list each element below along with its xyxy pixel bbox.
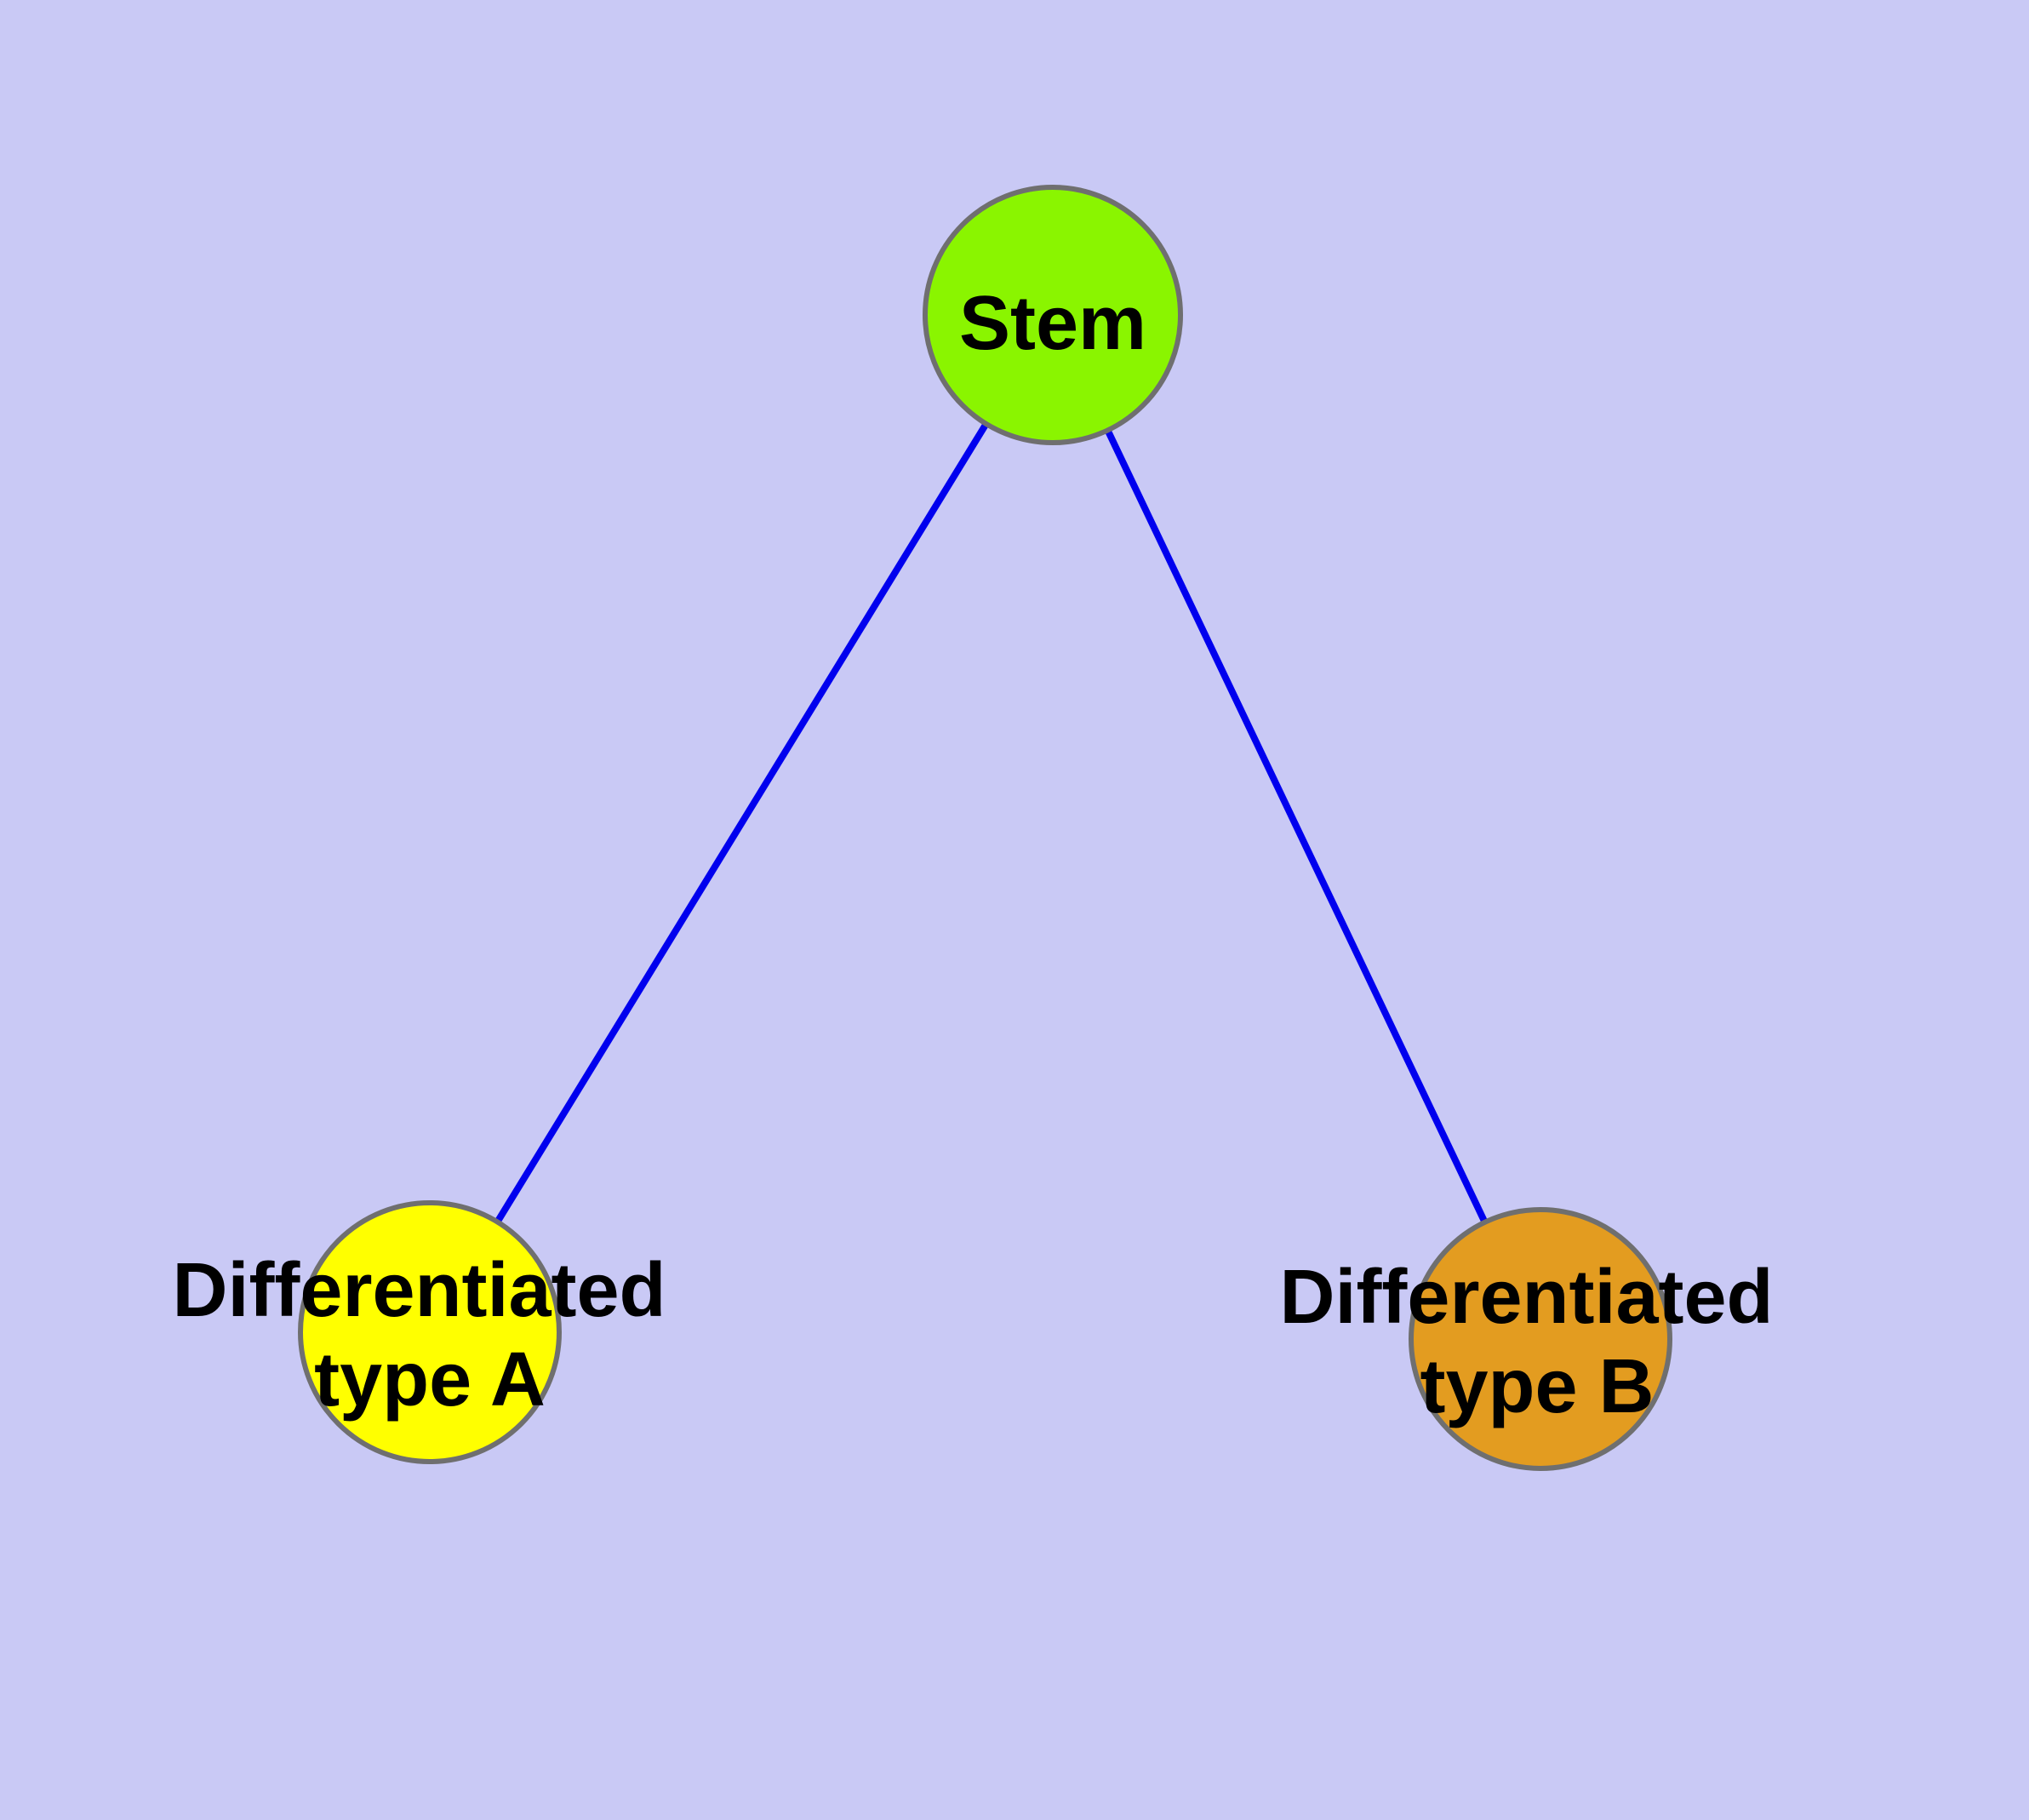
node-label-type-b: Differentiated type B <box>1279 1255 1794 1429</box>
node-label-stem: Stem <box>959 281 1146 366</box>
node-label-type-a: Differentiated type A <box>172 1248 687 1422</box>
edge-stem-to-type-b <box>1049 313 1544 1341</box>
node-stem-circle <box>923 185 1183 445</box>
node-label-type-a-line1: Differentiated <box>172 1248 666 1333</box>
node-type-b-circle <box>1409 1207 1672 1471</box>
node-label-type-b-line1: Differentiated <box>1279 1255 1773 1340</box>
node-label-type-b-line2: type B <box>1420 1344 1654 1429</box>
node-label-type-a-line2: type A <box>314 1337 546 1422</box>
edge-stem-to-type-a <box>426 312 1056 1335</box>
node-type-a-circle <box>298 1200 562 1464</box>
